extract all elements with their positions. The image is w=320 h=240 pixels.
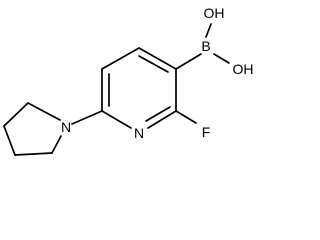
atom-label-fluorine: F — [202, 124, 211, 140]
atom-label-pyrrolidine-nitrogen: N — [61, 119, 71, 135]
chemical-structure-drawing: OH OH B N F N — [3, 5, 254, 156]
bond-c3-c4-inner — [138, 55, 169, 73]
bond-c3-c4 — [138, 47, 177, 70]
bond-cb-cc — [3, 125, 16, 156]
atom-labels: OH OH B N F N — [61, 5, 254, 141]
atom-label-oh-top: OH — [204, 5, 225, 21]
bond-npyr-ca — [27, 102, 61, 121]
bond-b-oh-top — [205, 23, 212, 38]
bonds — [3, 23, 230, 156]
atom-label-oh-right: OH — [233, 61, 254, 77]
atom-label-ring-nitrogen: N — [134, 125, 144, 141]
bond-c6-n1 — [101, 110, 132, 129]
bond-c2-f — [175, 110, 197, 124]
bond-b-oh-right — [213, 53, 230, 64]
bond-b-c3 — [175, 53, 202, 70]
atom-label-boron: B — [201, 38, 210, 54]
bond-n1-c2-inner — [145, 106, 171, 122]
bond-ca-cb — [3, 102, 29, 127]
bond-cd-npyr — [51, 135, 62, 154]
bond-cc-cd — [14, 152, 53, 156]
bond-n1-c2 — [147, 110, 177, 129]
bond-c6-npyr — [71, 110, 103, 125]
bond-c4-c5 — [101, 47, 140, 70]
